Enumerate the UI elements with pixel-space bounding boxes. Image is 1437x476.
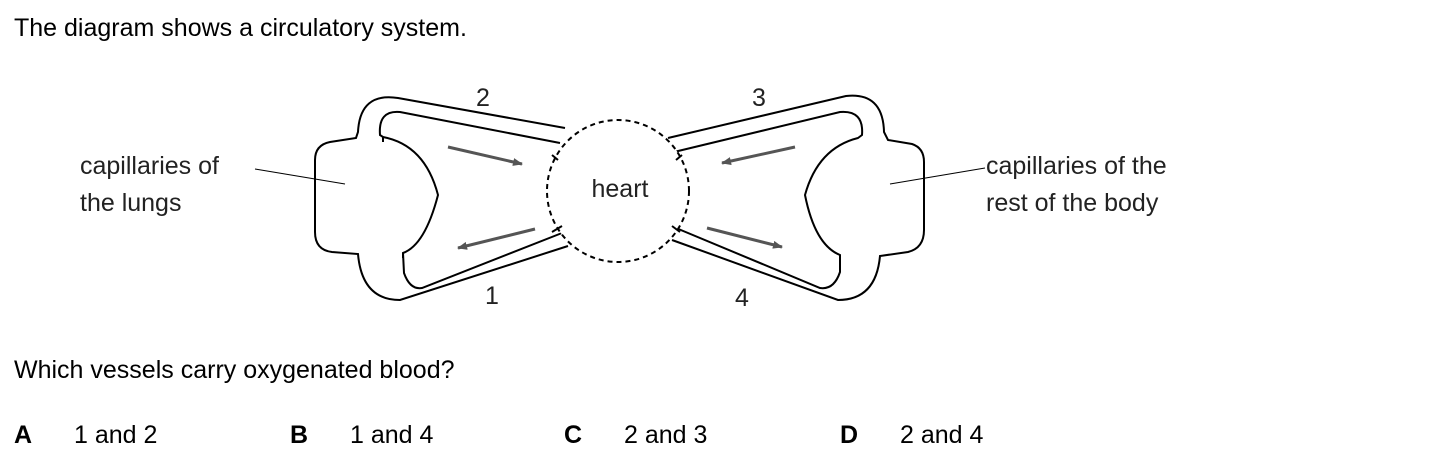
option-letter: A: [14, 421, 33, 449]
option-letter: B: [290, 421, 309, 449]
lungs-label-line1: capillaries of: [80, 152, 219, 180]
option-text: 2 and 4: [900, 421, 984, 449]
option-a[interactable]: A 1 and 2: [14, 419, 157, 451]
option-text: 1 and 2: [74, 421, 158, 449]
body-capillary-loop: [667, 94, 925, 302]
option-text: 1 and 4: [350, 421, 434, 449]
intro-text: The diagram shows a circulatory system.: [14, 14, 467, 42]
vessel-walls: [382, 137, 404, 258]
option-letter: C: [564, 421, 583, 449]
heart-connectors: [551, 154, 683, 233]
flow-arrow-vessel-4: [706, 226, 783, 249]
flow-arrow-vessel-3: [721, 145, 796, 165]
option-letter: D: [840, 421, 859, 449]
body-label-line2: rest of the body: [986, 189, 1159, 217]
option-d[interactable]: D 2 and 4: [840, 419, 983, 451]
body-leader-line: [889, 167, 986, 185]
option-text: 2 and 3: [624, 421, 708, 449]
vessel-label-4: 4: [735, 284, 749, 312]
vessel-label-1: 1: [485, 282, 499, 310]
lungs-leader-line: [254, 168, 346, 185]
lungs-label-line2: the lungs: [80, 189, 181, 217]
answer-options: A 1 and 2 B 1 and 4 C 2 and 3 D 2 and 4: [14, 419, 1214, 453]
option-c[interactable]: C 2 and 3: [564, 419, 707, 451]
heart-circle: [546, 119, 690, 263]
flow-arrow-vessel-2: [447, 145, 523, 166]
heart-label: heart: [592, 175, 649, 203]
question-text: Which vessels carry oxygenated blood?: [14, 356, 455, 384]
vessel-label-2: 2: [476, 84, 490, 112]
flow-arrow-vessel-1: [457, 227, 536, 250]
vessel-label-3: 3: [752, 84, 766, 112]
circulatory-diagram: heart capillaries of the lungs capillari…: [80, 84, 1167, 312]
lungs-capillary-loop: [314, 96, 569, 302]
option-b[interactable]: B 1 and 4: [290, 419, 433, 451]
body-label-line1: capillaries of the: [986, 152, 1167, 180]
